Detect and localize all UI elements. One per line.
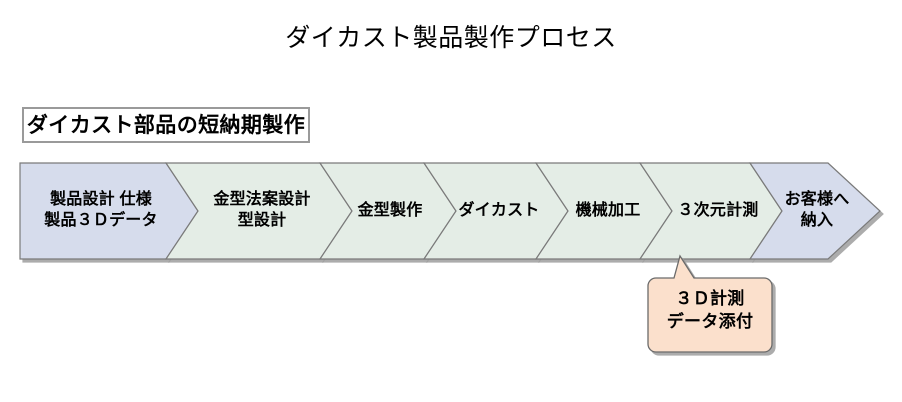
process-chevrons-svg bbox=[19, 162, 881, 260]
caption-text: ダイカスト部品の短納期製作 bbox=[26, 113, 306, 137]
page-title: ダイカスト製品製作プロセス bbox=[285, 24, 617, 52]
caption-box: ダイカスト部品の短納期製作 bbox=[22, 107, 310, 143]
callout-measurement-data[interactable]: ３Ｄ計測 データ添付 bbox=[647, 254, 773, 353]
callout-balloon-path bbox=[647, 254, 773, 353]
process-flow-band: 製品設計 仕様 製品３Ｄデータ 金型法案設計 型設計 金型製作 ダイカスト 機械… bbox=[19, 162, 882, 260]
callout-balloon-shape bbox=[647, 254, 773, 353]
chevron-shape-delivery[interactable] bbox=[748, 162, 881, 260]
chevron-shape-design[interactable] bbox=[19, 162, 199, 260]
